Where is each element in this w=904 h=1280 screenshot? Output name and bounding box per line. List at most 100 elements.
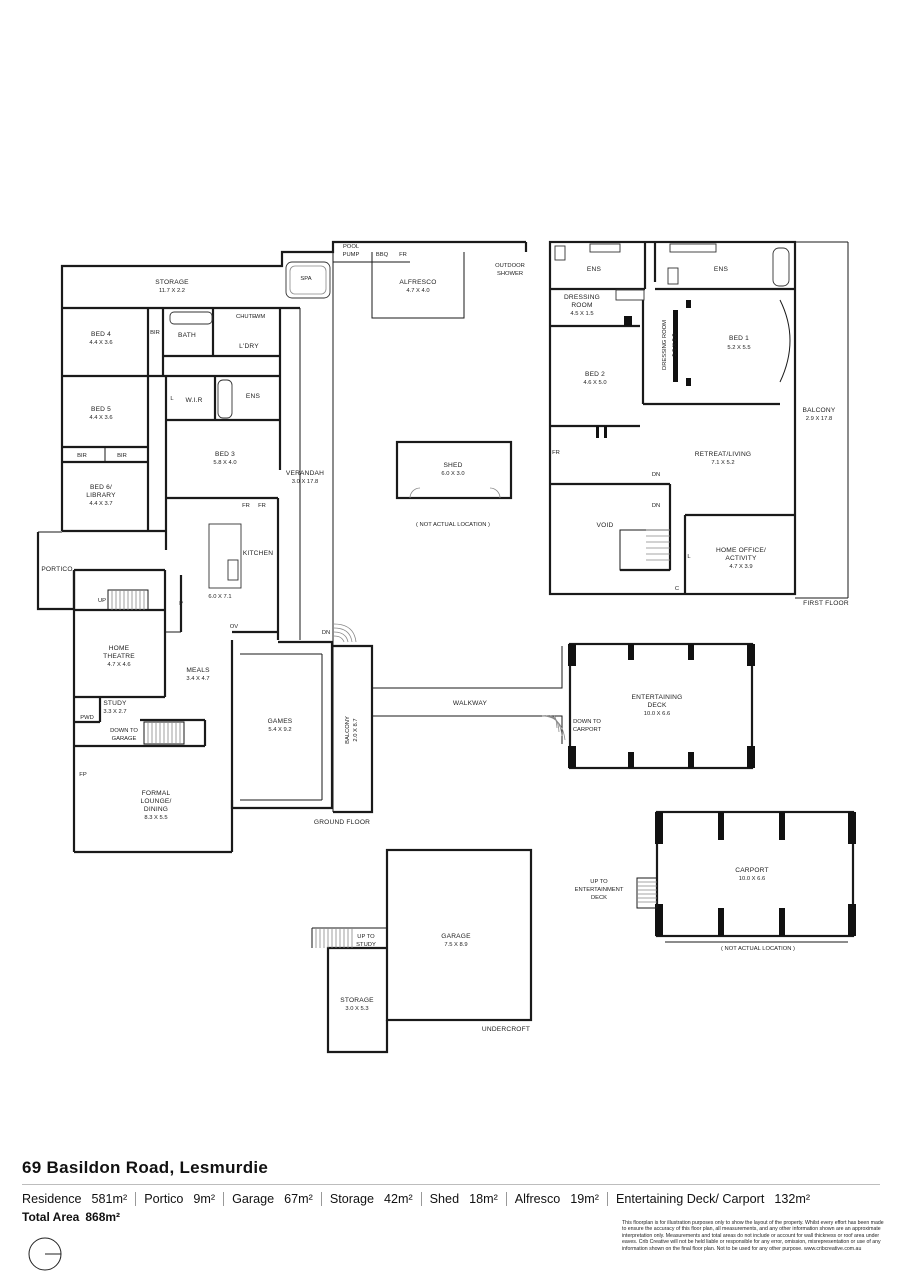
room-label: FIRST FLOOR <box>803 600 849 607</box>
room-label: 6.0 X 7.1 <box>208 594 231 600</box>
room-label: BED 5 <box>91 406 111 413</box>
area-item: Storage 42m² <box>320 1192 421 1206</box>
room-label: 4.7 X 4.0 <box>406 288 429 294</box>
room-label: DOWN TO <box>573 719 601 725</box>
room-label: 7.5 X 8.9 <box>444 942 467 948</box>
room-label: P <box>179 601 183 607</box>
room-label: GAMES <box>268 718 293 725</box>
walkway <box>372 646 563 744</box>
room-label: PWD <box>80 715 94 721</box>
room-label: L <box>687 554 691 560</box>
room-label: KITCHEN <box>243 550 273 557</box>
room-label: ENS <box>587 266 602 273</box>
first-floor-ensuite-fixtures <box>554 243 790 287</box>
room-label: PORTICO <box>41 566 72 573</box>
room-label: DN <box>322 630 330 636</box>
room-label-vertical: DRESSING ROOM <box>662 320 668 370</box>
room-label: FP <box>79 772 87 778</box>
area-value: 42m² <box>383 1192 413 1206</box>
room-label: HOME OFFICE/ <box>716 547 766 554</box>
room-label: CARPORT <box>735 867 769 874</box>
room-label: RETREAT/LIVING <box>695 451 752 458</box>
area-value: 581m² <box>91 1192 128 1206</box>
stairs-portico <box>107 589 149 611</box>
room-label-vertical: BALCONY <box>345 716 351 744</box>
room-label: DOWN TO <box>110 728 138 734</box>
area-label: Garage <box>232 1192 275 1206</box>
room-label: HOME <box>109 645 130 652</box>
room-label: POOL <box>343 244 360 250</box>
room-label: 4.4 X 3.7 <box>89 501 112 507</box>
room-label: GARAGE <box>112 736 137 742</box>
room-label: STORAGE <box>155 279 189 286</box>
room-label: BIR <box>117 453 127 459</box>
room-label: 2.9 X 17.8 <box>806 416 832 422</box>
room-label: UP TO <box>357 934 375 940</box>
room-label: 6.0 X 3.0 <box>441 471 464 477</box>
area-value: 9m² <box>193 1192 216 1206</box>
room-label-vertical: 5.5 X 2.0 <box>672 333 678 356</box>
area-label: Portico <box>144 1192 184 1206</box>
stairs-carport <box>636 877 658 909</box>
area-value: 67m² <box>284 1192 313 1206</box>
stairs-verandah <box>333 623 357 643</box>
area-label: Storage <box>329 1192 374 1206</box>
undercroft <box>311 848 533 1054</box>
room-label: 4.5 X 1.5 <box>570 311 593 317</box>
room-label: W.I.R <box>185 397 202 404</box>
room-label: 10.0 X 6.6 <box>644 711 670 717</box>
room-label: 3.0 X 17.8 <box>292 479 318 485</box>
room-label: LOUNGE/ <box>140 798 171 805</box>
area-summary: Residence 581m² Portico 9m² Garage 67m² Storag… <box>22 1190 818 1208</box>
area-item: Portico 9m² <box>135 1192 223 1206</box>
area-label: Shed <box>429 1192 460 1206</box>
room-label: OUTDOOR <box>495 263 525 269</box>
room-label: SPA <box>300 276 311 282</box>
room-label: DRESSING <box>564 294 600 301</box>
room-label: 3.0 X 5.3 <box>345 1006 368 1012</box>
room-label: ENTERTAINING <box>632 694 683 701</box>
room-label: 4.7 X 3.9 <box>729 564 752 570</box>
room-label: CARPORT <box>573 727 602 733</box>
room-label: GROUND FLOOR <box>314 819 370 826</box>
area-label: Entertaining Deck/ Carport <box>615 1192 765 1206</box>
room-label: OV <box>230 624 239 630</box>
room-label: BED 1 <box>729 335 749 342</box>
area-label: Residence <box>22 1192 82 1206</box>
room-label: UNDERCROFT <box>482 1026 530 1033</box>
room-label: PUMP <box>343 252 360 258</box>
room-label: WM <box>255 314 265 320</box>
room-label: THEATRE <box>103 653 135 660</box>
room-label: 3.3 X 2.7 <box>103 709 126 715</box>
room-label: ACTIVITY <box>725 555 757 562</box>
stairs-undercroft <box>315 928 353 948</box>
room-label: 4.6 X 5.0 <box>583 380 606 386</box>
room-label-vertical: 2.0 X 8.7 <box>353 718 359 741</box>
room-label: STUDY <box>356 942 376 948</box>
room-label: 5.2 X 5.5 <box>727 345 750 351</box>
room-label: STUDY <box>103 700 127 707</box>
room-label: DINING <box>144 806 168 813</box>
room-label: ALFRESCO <box>399 279 436 286</box>
robes <box>596 300 691 438</box>
entertaining-deck <box>568 642 755 770</box>
divider <box>22 1184 880 1185</box>
room-label: FORMAL <box>142 790 171 797</box>
ens-tub <box>217 379 233 419</box>
room-label: VOID <box>597 522 614 529</box>
ground-floor-walls <box>36 240 528 854</box>
room-label: ( NOT ACTUAL LOCATION ) <box>721 946 795 952</box>
total-area-value: 868m² <box>85 1210 121 1224</box>
room-label: SHOWER <box>497 271 523 277</box>
room-label: 11.7 X 2.2 <box>159 288 185 294</box>
room-label: BIR <box>77 453 87 459</box>
stairs-first-floor <box>619 529 671 571</box>
room-label: 4.4 X 3.6 <box>89 340 112 346</box>
room-label: BED 4 <box>91 331 111 338</box>
